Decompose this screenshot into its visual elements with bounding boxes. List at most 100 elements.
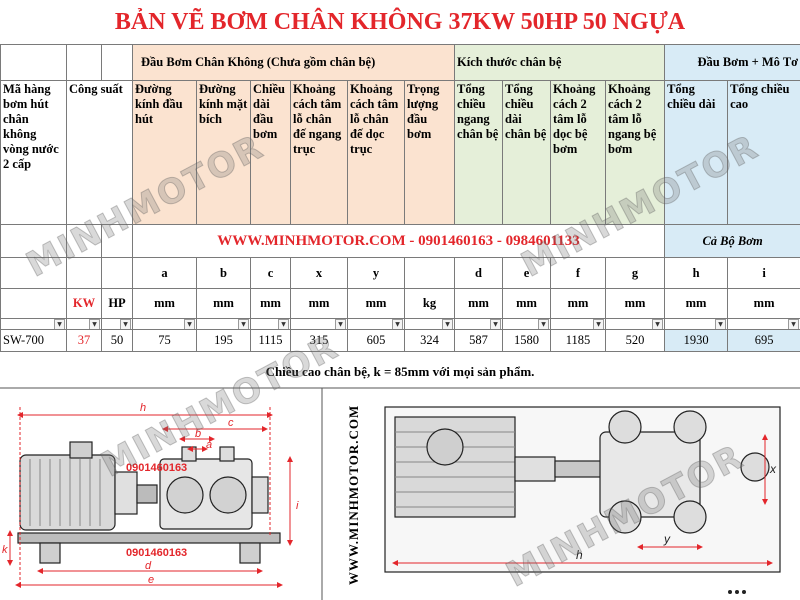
cell-weight: 324 xyxy=(403,329,456,352)
cell-a: 75 xyxy=(132,329,197,352)
group-base-size: Kích thước chân bệ xyxy=(454,44,666,81)
filter-dropdown-icon[interactable]: ▼ xyxy=(392,319,403,329)
unit-i: mm xyxy=(727,288,800,319)
vertical-website: WWW.MINHMOTOR.COM xyxy=(346,404,361,586)
letter-y: y xyxy=(347,257,405,289)
table-row: SW-700 37 50 75 195 1115 315 605 324 587… xyxy=(0,329,800,352)
letter-d: d xyxy=(454,257,504,289)
cell-d: 587 xyxy=(454,329,504,352)
cell-i: 695 xyxy=(727,329,800,352)
technical-drawings: h c b a i k d e x y h xyxy=(0,387,800,600)
phone-top: 0901460163 xyxy=(126,462,188,474)
cell-x: 315 xyxy=(290,329,348,352)
cell-h: 1930 xyxy=(664,329,729,352)
letter-e: e xyxy=(502,257,552,289)
filter-dropdown-icon[interactable]: ▼ xyxy=(538,319,550,329)
website-banner: WWW.MINHMOTOR.COM - 0901460163 - 0984601… xyxy=(131,224,666,258)
header-f: Khoảng cách 2 tâm lỗ dọc bệ bơm xyxy=(550,80,607,225)
top-view-drawing xyxy=(384,406,781,573)
unit-b: mm xyxy=(196,288,251,319)
cell-e: 1580 xyxy=(502,329,552,352)
cell-c: 1115 xyxy=(250,329,291,352)
filter-dropdown-icon[interactable]: ▼ xyxy=(89,319,100,329)
header-c: Chiều dài đầu bơm xyxy=(250,80,291,225)
dim-b: b xyxy=(195,428,201,440)
header-y: Khoảng cách tâm lỗ chân đế dọc trục xyxy=(347,80,405,225)
spec-table: Đầu Bơm Chân Không (Chưa gồm chân bệ) Kí… xyxy=(0,44,800,352)
filter-dropdown-icon[interactable]: ▼ xyxy=(238,319,249,329)
letter-x: x xyxy=(290,257,348,289)
dim-d: d xyxy=(145,560,152,572)
page-dots xyxy=(728,590,746,594)
letter-b: b xyxy=(196,257,251,289)
unit-h: mm xyxy=(664,288,729,319)
filter-dropdown-icon[interactable]: ▼ xyxy=(788,319,800,329)
phone-bottom: 0901460163 xyxy=(126,547,188,559)
dim-y: y xyxy=(663,532,671,546)
unit-d: mm xyxy=(454,288,504,319)
header-i: Tổng chiều cao xyxy=(727,80,800,225)
dim-a: a xyxy=(206,439,212,451)
dim-e: e xyxy=(148,574,154,586)
filter-dropdown-icon[interactable]: ▼ xyxy=(715,319,727,329)
header-h: Tổng chiều dài xyxy=(664,80,729,225)
filter-row: ▼ ▼ ▼ ▼ ▼ ▼ ▼ ▼ ▼ ▼ ▼ ▼ ▼ ▼ ▼ xyxy=(0,318,800,330)
filter-dropdown-icon[interactable]: ▼ xyxy=(184,319,195,329)
unit-weight: kg xyxy=(403,288,456,319)
letter-f: f xyxy=(550,257,607,289)
side-view-drawing xyxy=(17,441,281,564)
filter-dropdown-icon[interactable]: ▼ xyxy=(652,319,664,329)
full-set-label: Cả Bộ Bơm xyxy=(664,224,800,258)
letter-row: a b c x y d e f g h i xyxy=(0,257,800,289)
dim-h-left: h xyxy=(140,402,146,414)
unit-kw: KW xyxy=(66,288,102,319)
dim-i: i xyxy=(296,500,299,512)
unit-f: mm xyxy=(550,288,607,319)
header-b: Đường kính mặt bích xyxy=(196,80,251,225)
cell-model: SW-700 xyxy=(0,329,67,352)
unit-a: mm xyxy=(132,288,197,319)
filter-dropdown-icon[interactable]: ▼ xyxy=(120,319,131,329)
cell-g: 520 xyxy=(605,329,666,352)
dim-c: c xyxy=(228,417,234,429)
letter-a: a xyxy=(132,257,197,289)
filter-dropdown-icon[interactable]: ▼ xyxy=(54,319,65,329)
cell-kw: 37 xyxy=(66,329,102,352)
unit-x: mm xyxy=(290,288,348,319)
unit-e: mm xyxy=(502,288,552,319)
header-weight: Trọng lượng đầu bơm xyxy=(403,80,456,225)
letter-i: i xyxy=(727,257,800,289)
letter-h: h xyxy=(664,257,729,289)
header-g: Khoảng cách 2 tâm lỗ ngang bệ bơm xyxy=(605,80,666,225)
unit-c: mm xyxy=(250,288,291,319)
header-d: Tổng chiều ngang chân bệ xyxy=(454,80,504,225)
cell-hp: 50 xyxy=(101,329,133,352)
header-e: Tổng chiều dài chân bệ xyxy=(502,80,552,225)
header-a: Đường kính đầu hút xyxy=(132,80,197,225)
unit-y: mm xyxy=(347,288,405,319)
header-model: Mã hàng bơm hút chân không vòng nước 2 c… xyxy=(0,80,67,225)
unit-g: mm xyxy=(605,288,666,319)
cell-y: 605 xyxy=(347,329,405,352)
letter-g: g xyxy=(605,257,666,289)
dim-h-right: h xyxy=(576,548,583,562)
page-title: BẢN VẼ BƠM CHÂN KHÔNG 37KW 50HP 50 NGỰA xyxy=(114,9,686,35)
unit-hp: HP xyxy=(101,288,133,319)
filter-dropdown-icon[interactable]: ▼ xyxy=(442,319,454,329)
filter-dropdown-icon[interactable]: ▼ xyxy=(335,319,346,329)
letter-c: c xyxy=(250,257,291,289)
letter-weight xyxy=(403,257,456,289)
filter-dropdown-icon[interactable]: ▼ xyxy=(490,319,502,329)
header-x: Khoảng cách tâm lỗ chân đế ngang trục xyxy=(290,80,348,225)
cell-f: 1185 xyxy=(550,329,607,352)
filter-dropdown-icon[interactable]: ▼ xyxy=(278,319,289,329)
filter-dropdown-icon[interactable]: ▼ xyxy=(593,319,605,329)
group-pump-head: Đầu Bơm Chân Không (Chưa gồm chân bệ) xyxy=(131,44,456,81)
group-pump-motor: Đầu Bơm + Mô Tơ xyxy=(664,44,800,81)
base-height-note: Chiều cao chân bệ, k = 85mm với mọi sản … xyxy=(265,364,535,379)
cell-b: 195 xyxy=(196,329,251,352)
header-power: Công suất xyxy=(66,80,133,225)
dim-x: x xyxy=(769,462,777,476)
dim-k: k xyxy=(2,544,8,556)
unit-row: KW HP mm mm mm mm mm kg mm mm mm mm mm m… xyxy=(0,288,800,319)
